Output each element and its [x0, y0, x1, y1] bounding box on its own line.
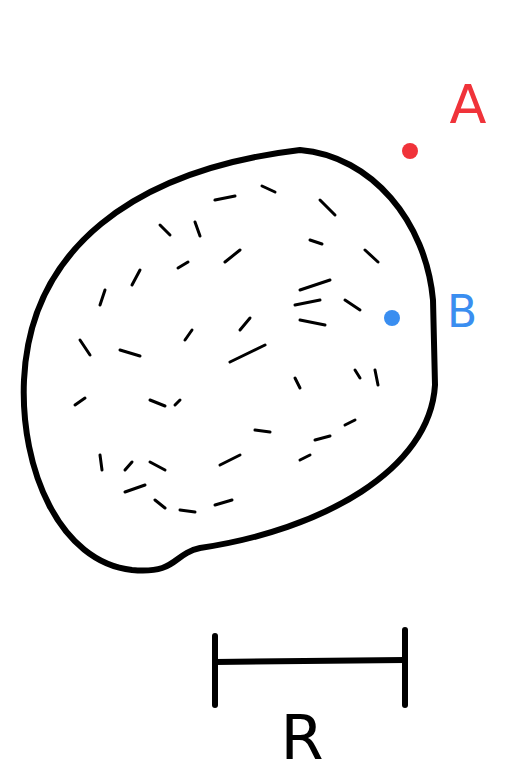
sphere-outline [24, 150, 435, 571]
dimension-label: R [280, 707, 323, 769]
point-label: A [450, 78, 487, 132]
interior-dashes [75, 186, 378, 512]
point-a-dot [402, 143, 418, 159]
point-b-dot [384, 310, 400, 326]
point-label: B [447, 290, 477, 334]
scale-bar [215, 630, 405, 705]
